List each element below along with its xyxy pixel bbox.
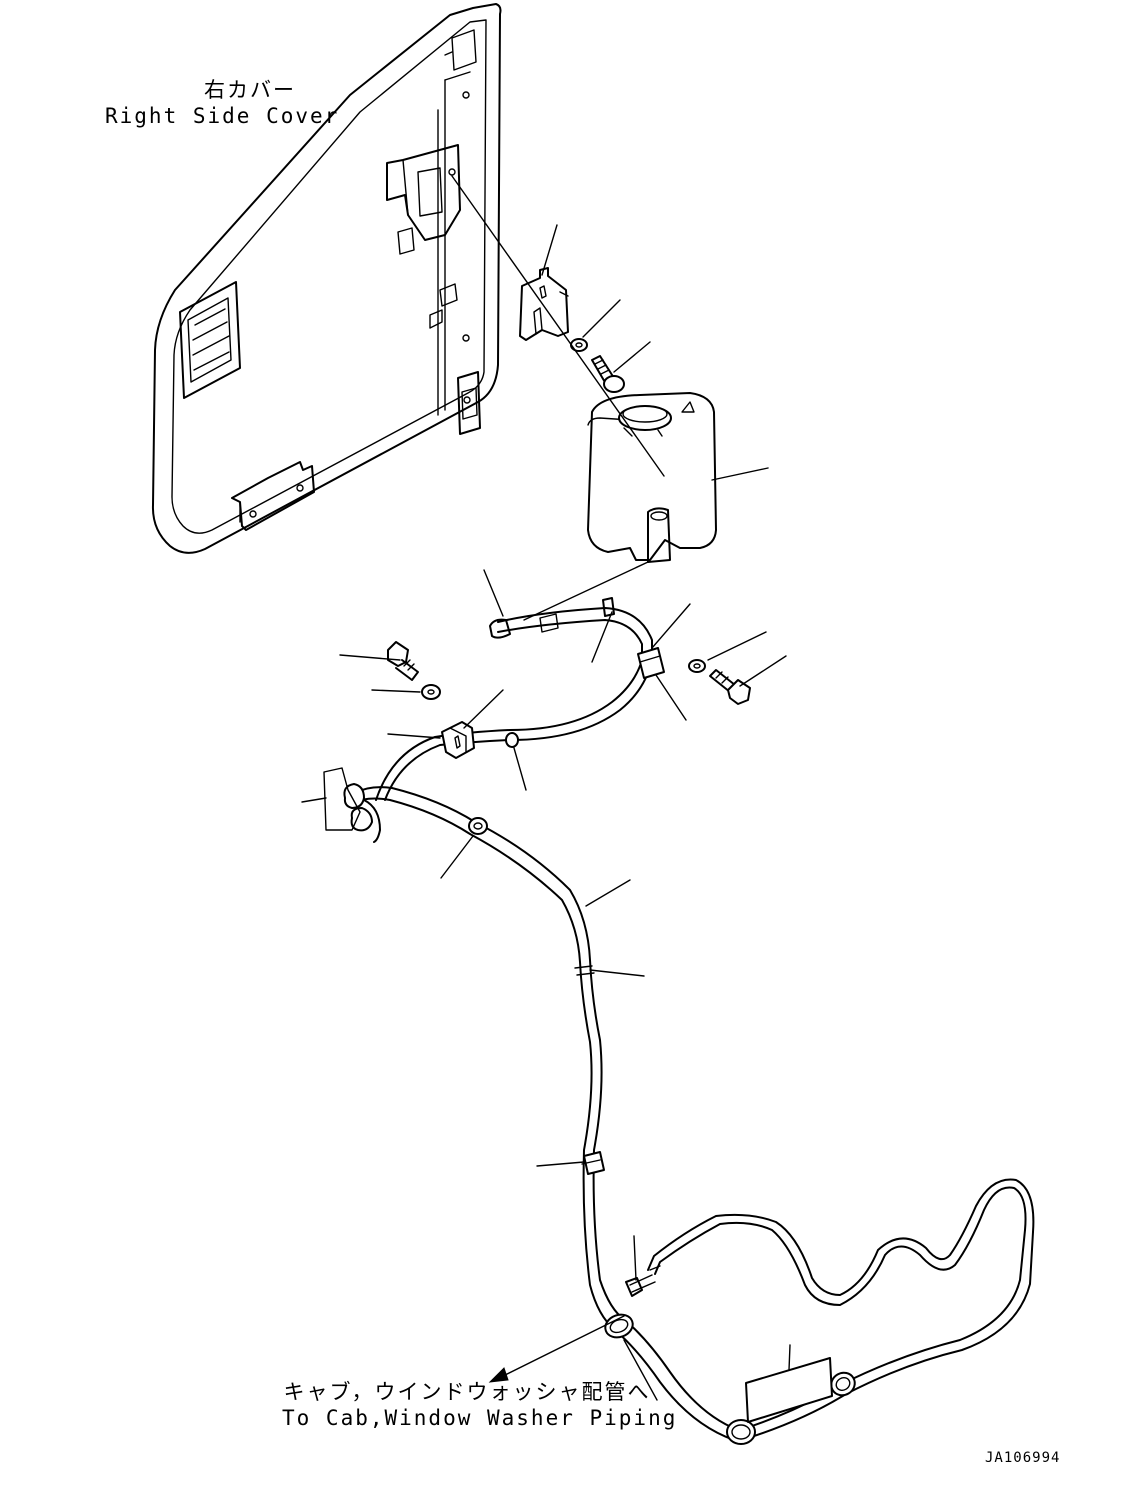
- drawing-id: JA106994: [985, 1450, 1061, 1466]
- right-side-cover: [151, 3, 502, 554]
- clip-2: [468, 817, 488, 835]
- bolt-1: [591, 355, 625, 393]
- washer-hose: [351, 607, 1035, 1441]
- protective-sleeve: [745, 1357, 833, 1423]
- washer-3: [688, 659, 706, 673]
- elbow-fittings: [323, 767, 381, 843]
- bolt-3: [709, 669, 751, 705]
- hose-band: [581, 1151, 605, 1175]
- assembly-center-lines: [451, 175, 665, 621]
- label-to-cab-en: To Cab,Window Washer Piping: [282, 1406, 678, 1430]
- washer-1: [570, 338, 588, 352]
- label-right-cover-jp: 右カバー: [204, 78, 296, 102]
- hose-bracket: [441, 721, 475, 759]
- label-to-cab-jp: キャブ，ウインドウォッシャ配管へ: [283, 1380, 651, 1404]
- washer-tank: [587, 392, 717, 563]
- clamp-rings: [604, 1313, 856, 1445]
- clamp-upper: [602, 597, 665, 679]
- tank-mounting-bracket: [519, 267, 569, 341]
- leader-lines: [301, 224, 791, 1401]
- hose-elbow: [489, 613, 559, 639]
- washer-2: [421, 684, 441, 700]
- bolt-2: [387, 641, 419, 681]
- clip-1: [505, 732, 519, 748]
- label-right-cover-en: Right Side Cover: [105, 104, 340, 128]
